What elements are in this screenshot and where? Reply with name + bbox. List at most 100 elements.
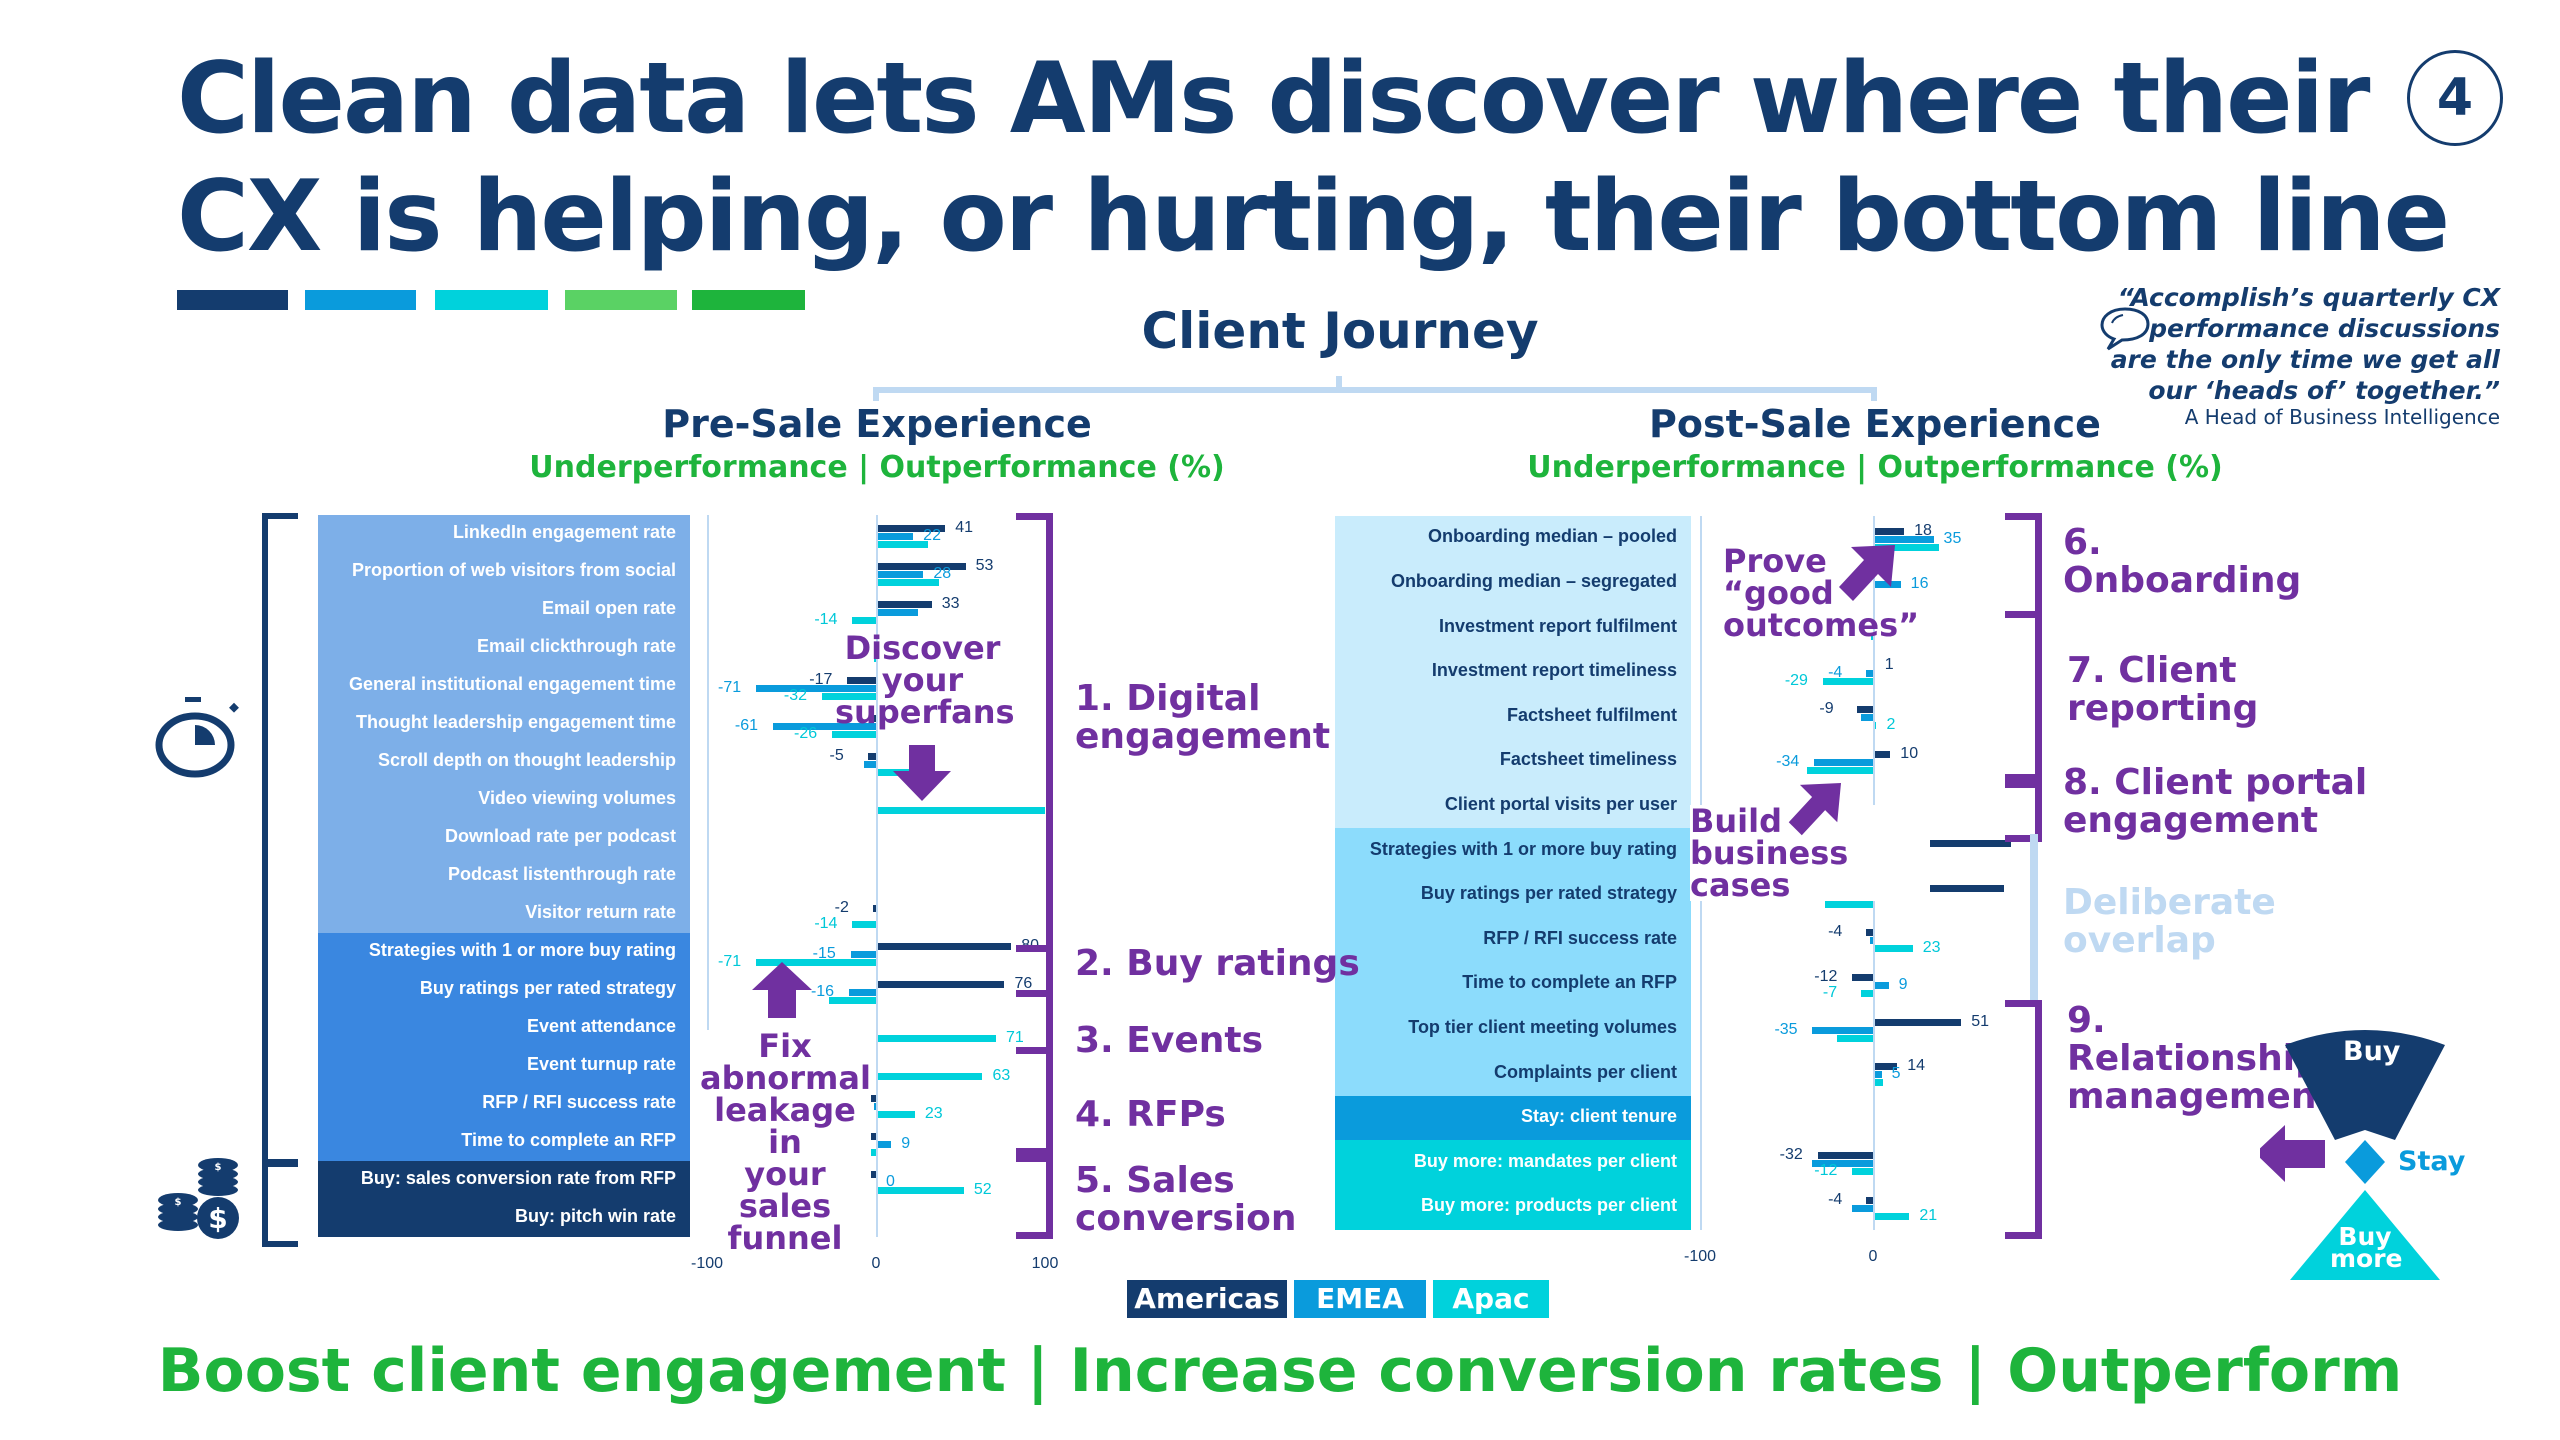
tagline: Boost client engagement | Increase conve… [157,1336,2403,1406]
bar-americas [1852,974,1873,981]
category-label: RFP / RFI success rate [1483,927,1677,948]
bar-americas [1873,1018,1962,1026]
bar-americas [870,1095,876,1102]
segment-label-sales-conversion: 5. Sales conversion [1075,1162,1296,1238]
segment-line: 8. Client portal [2063,762,2368,803]
bar-americas [870,1133,876,1140]
journey-bracket-stem [1336,376,1342,390]
quote-line: performance discussions [2149,314,2500,343]
bar-emea [756,685,876,692]
category-band [1335,872,1691,918]
bar-apac [1852,1168,1873,1176]
segment-line: Onboarding [2063,560,2302,601]
bar-apac [876,1073,983,1080]
category-band [1335,694,1691,739]
bracket-buy-ratings [1016,938,1053,997]
bar-apac [1873,1079,1884,1087]
bar-apac [876,579,939,586]
brand-bar-3 [435,290,548,310]
category-band [318,743,690,781]
data-label: -7 [1822,984,1838,1001]
category-band [1335,739,1691,784]
left-bracket-sales [262,1159,298,1247]
min-axis [707,515,709,1237]
callout-line: business cases [1690,834,1849,904]
data-label: -4 [1828,663,1843,681]
buy-stay-buymore-icon [2260,1030,2445,1280]
bar-americas [1873,751,1891,758]
category-band [318,1047,690,1085]
callout-line: Discover [844,629,1001,667]
bracket-client-reporting [2005,604,2042,788]
data-label: 22 [923,527,941,544]
bar-americas [1817,1152,1873,1160]
bar-americas [870,1171,876,1178]
data-label: -32 [783,687,808,704]
bar-emea [1860,714,1873,722]
callout-line: Fix [758,1027,812,1065]
data-label: 10 [1900,745,1919,762]
bracket-events [1016,990,1053,1054]
callout-line: outcomes” [1723,606,1920,644]
category-label: Time to complete an RFP [461,1130,676,1150]
bar-americas [1873,528,1905,535]
x-tick-label: 100 [1031,1255,1059,1272]
category-band [1335,605,1691,650]
segment-line: 7. Client [2067,650,2237,691]
category-band [318,781,690,819]
category-label: Client portal visits per user [1444,793,1677,814]
bar-americas [876,981,1005,988]
callout-line: leakage in [714,1091,856,1161]
quote-line: are the only time we get all [2110,345,2500,374]
category-band [1335,649,1691,695]
post-sale-subtitle: Underperformance | Outperformance (%) [1527,450,2223,485]
bar-americas [867,753,876,760]
segment-line: conversion [1075,1198,1297,1239]
category-band [318,591,690,629]
category-label: Event turnup rate [526,1054,676,1074]
segment-line: 9. [2067,1000,2106,1041]
callout-line: abnormal [700,1059,871,1097]
bar-americas [1866,1197,1873,1204]
category-label: Email clickthrough rate [476,636,676,656]
bracket-digital-engagement [1016,513,1053,952]
category-band [318,933,690,971]
data-label: -71 [718,679,742,696]
category-label: Buy: sales conversion rate from RFP [360,1168,676,1188]
category-band [318,1123,690,1161]
bar-emea [1866,669,1873,677]
category-label: Investment report timeliness [1431,660,1677,681]
category-label: Strategies with 1 or more buy rating [1369,838,1677,859]
category-label: LinkedIn engagement rate [452,522,676,542]
data-label: 52 [973,1181,992,1198]
data-label: 23 [1922,939,1941,957]
bar-apac [876,807,1045,814]
category-label: RFP / RFI success rate [482,1092,676,1112]
bar-apac [1822,677,1873,685]
bar-apac [1836,1034,1873,1042]
segment-line: reporting [2067,688,2259,729]
bar-apac [756,959,876,966]
segment-line: management [2067,1076,2334,1117]
quote-line: our ‘heads of’ together.” [2148,376,2500,405]
data-label: 5 [1891,1065,1901,1083]
data-label: 16 [1910,574,1929,592]
bar-apac [1860,990,1873,997]
bar-emea [850,951,876,958]
bracket-rfps [1016,1047,1053,1155]
category-band [318,515,690,553]
data-label: -14 [814,915,838,932]
pre-sale-subtitle: Underperformance | Outperformance (%) [529,450,1225,485]
callout-line: your sales [738,1155,832,1225]
category-label: Investment report fulfilment [1438,615,1677,636]
data-label: 23 [924,1105,943,1122]
category-band [1335,783,1691,829]
bar-apac [852,617,876,624]
zero-axis [876,515,878,1237]
bar-emea [876,533,914,540]
segment-line: 6. [2063,522,2102,563]
category-band [1335,1006,1691,1052]
category-label: Top tier client meeting volumes [1408,1016,1677,1037]
bar-emea [876,571,924,578]
